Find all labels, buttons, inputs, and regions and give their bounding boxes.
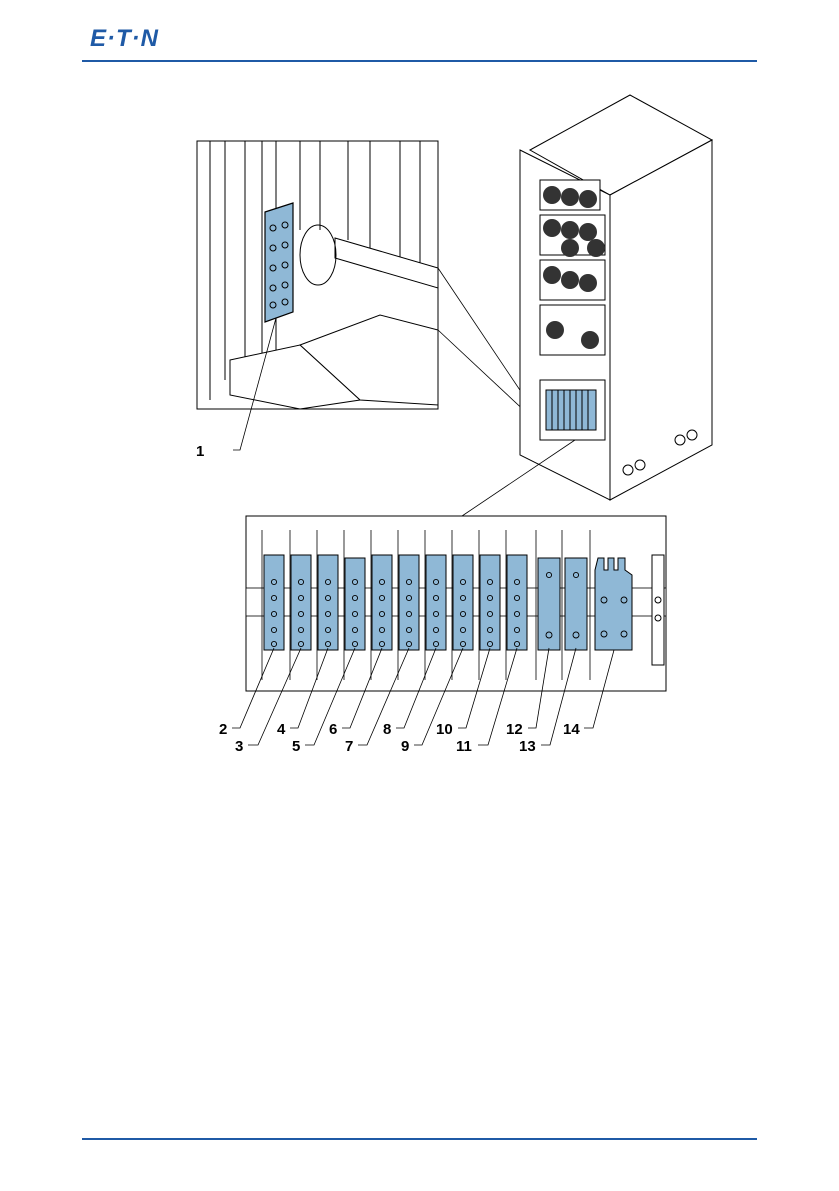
ups-cabinet	[520, 95, 712, 500]
callout-13: 13	[519, 738, 536, 755]
callout-5: 5	[292, 738, 300, 755]
callout-10: 10	[436, 721, 453, 738]
callout-9: 9	[401, 738, 409, 755]
callout-6: 6	[329, 721, 337, 738]
callout-11: 11	[456, 738, 472, 755]
callout-1: 1	[196, 443, 204, 460]
detail-inset	[197, 141, 438, 409]
callout-8: 8	[383, 721, 391, 738]
callout-12: 12	[506, 721, 523, 738]
callout-14: 14	[563, 721, 580, 738]
callout-4: 4	[277, 721, 286, 738]
callout-2: 2	[219, 721, 227, 738]
callout-3: 3	[235, 738, 243, 755]
callout-7: 7	[345, 738, 353, 755]
